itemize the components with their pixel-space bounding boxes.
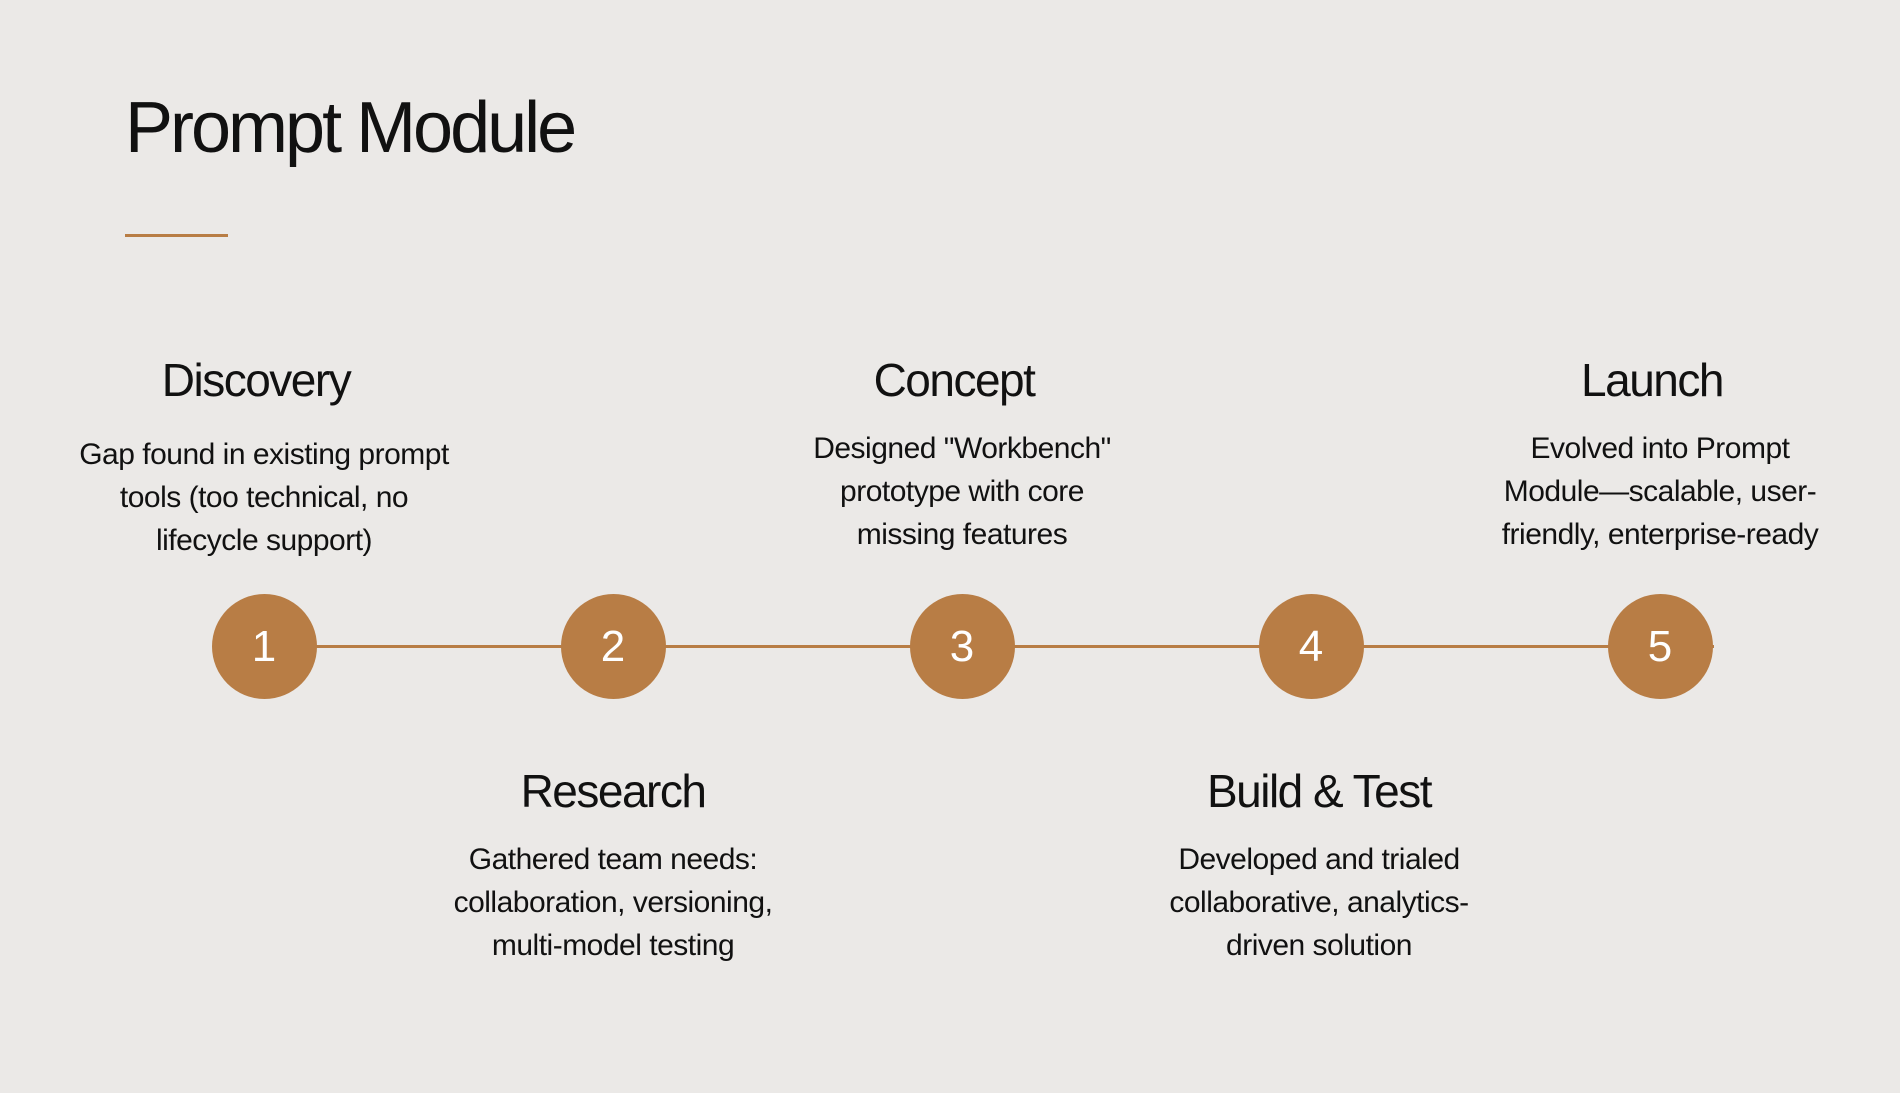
- step-title: Concept: [873, 354, 1036, 406]
- step-research: Research Gathered team needs: collaborat…: [423, 768, 803, 967]
- step-title: Research: [520, 765, 707, 817]
- page-title: Prompt Module: [125, 88, 577, 168]
- step-description: Evolved into Prompt Module—scalable, use…: [1501, 432, 1819, 551]
- step-description: Gap found in existing prompt tools (too …: [79, 438, 449, 557]
- step-concept: Concept Designed "Workbench" prototype w…: [772, 357, 1152, 556]
- step-title: Discovery: [161, 354, 352, 406]
- step-title: Launch: [1581, 354, 1724, 406]
- title-underline: [125, 234, 228, 237]
- step-description: Developed and trialed collaborative, ana…: [1169, 843, 1469, 962]
- step-discovery: Discovery Gap found in existing prompt t…: [74, 357, 454, 562]
- step-launch: Launch Evolved into Prompt Module—scalab…: [1470, 357, 1850, 556]
- step-2-node: 2: [560, 594, 666, 699]
- step-description: Designed "Workbench" prototype with core…: [813, 432, 1111, 551]
- step-title: Build & Test: [1206, 765, 1433, 817]
- step-3-node: 3: [909, 594, 1015, 699]
- step-4-node: 4: [1258, 594, 1364, 699]
- step-build-test: Build & Test Developed and trialed colla…: [1129, 768, 1509, 967]
- step-5-node: 5: [1607, 594, 1713, 699]
- step-1-node: 1: [211, 594, 317, 699]
- step-description: Gathered team needs: collaboration, vers…: [453, 843, 773, 962]
